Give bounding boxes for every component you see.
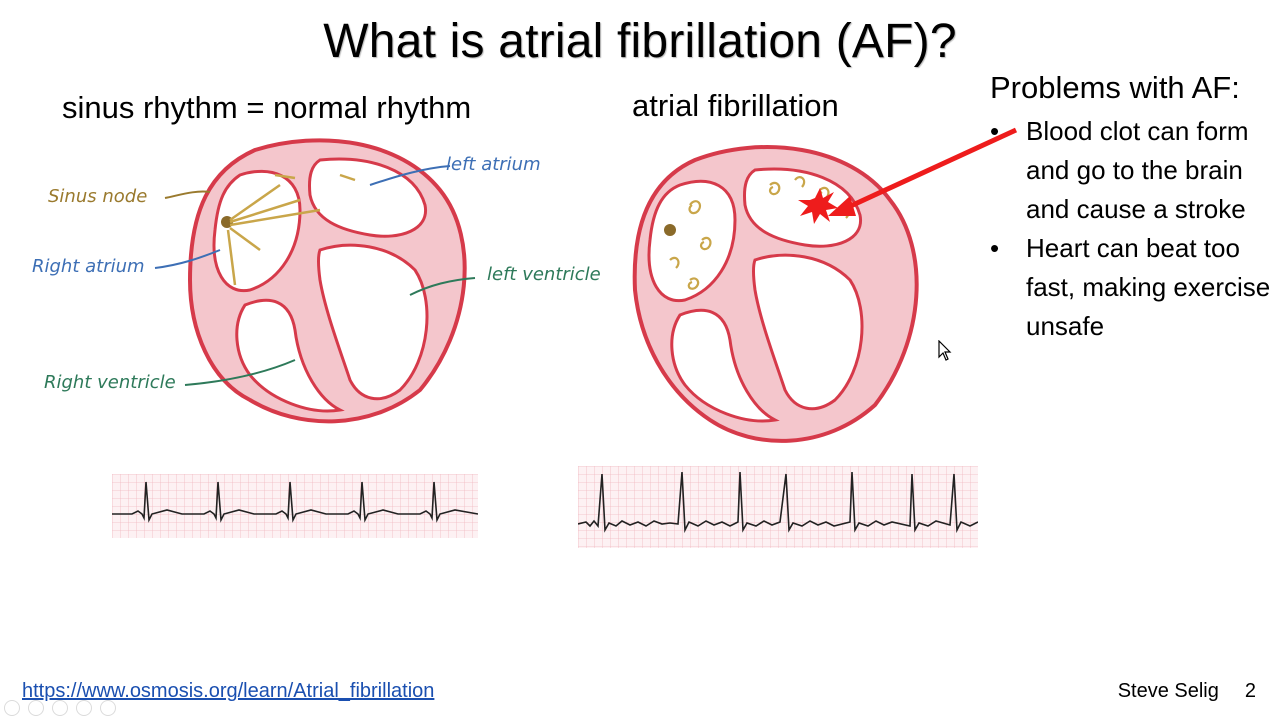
page-number: 2 xyxy=(1244,680,1256,702)
af-ecg-strip xyxy=(578,466,978,548)
problem-item: • Heart can beat too fast, making exercis… xyxy=(990,229,1280,346)
label-right-atrium: Right atrium xyxy=(32,256,145,277)
label-right-ventricle: Right ventricle xyxy=(44,372,176,393)
bullet-marker: • xyxy=(990,116,1000,146)
problem-item: • Blood clot can form and go to the brain… xyxy=(990,112,1280,229)
sinus-rhythm-heading: sinus rhythm = normal rhythm xyxy=(62,90,472,125)
label-left-atrium: left atrium xyxy=(446,154,541,175)
problems-panel: Problems with AF: • Blood clot can form a… xyxy=(990,70,1280,346)
zoom-button[interactable] xyxy=(100,700,116,716)
problem-text: Heart can beat too fast, making exercise… xyxy=(1026,233,1271,341)
slide-title: What is atrial fibrillation (AF)? xyxy=(323,15,957,68)
prev-slide-button[interactable] xyxy=(4,700,20,716)
problem-text: Blood clot can form and go to the brain … xyxy=(1026,116,1249,224)
next-slide-button[interactable] xyxy=(28,700,44,716)
problems-title: Problems with AF: xyxy=(990,70,1240,105)
problems-list: • Blood clot can form and go to the brain… xyxy=(990,112,1280,346)
label-left-ventricle: left ventricle xyxy=(487,264,601,285)
slide-footer: Steve Selig 2 xyxy=(1092,680,1256,703)
sinus-ecg-strip xyxy=(112,474,478,538)
bullet-marker: • xyxy=(990,233,1000,263)
clot-burst-icon xyxy=(798,188,838,224)
slideshow-toolbar xyxy=(4,700,116,716)
normal-heart-diagram xyxy=(154,138,476,424)
af-heart-diagram xyxy=(632,145,919,443)
mouse-cursor-icon xyxy=(938,340,952,361)
af-heading: atrial fibrillation xyxy=(632,88,839,123)
label-sinus-node: Sinus node xyxy=(48,186,148,207)
slide-menu-button[interactable] xyxy=(76,700,92,716)
pen-tool-button[interactable] xyxy=(52,700,68,716)
clot-arrow xyxy=(828,127,1018,216)
author-name: Steve Selig xyxy=(1117,680,1219,702)
osmosis-link[interactable]: https://www.osmosis.org/learn/Atrial_fib… xyxy=(22,680,435,702)
